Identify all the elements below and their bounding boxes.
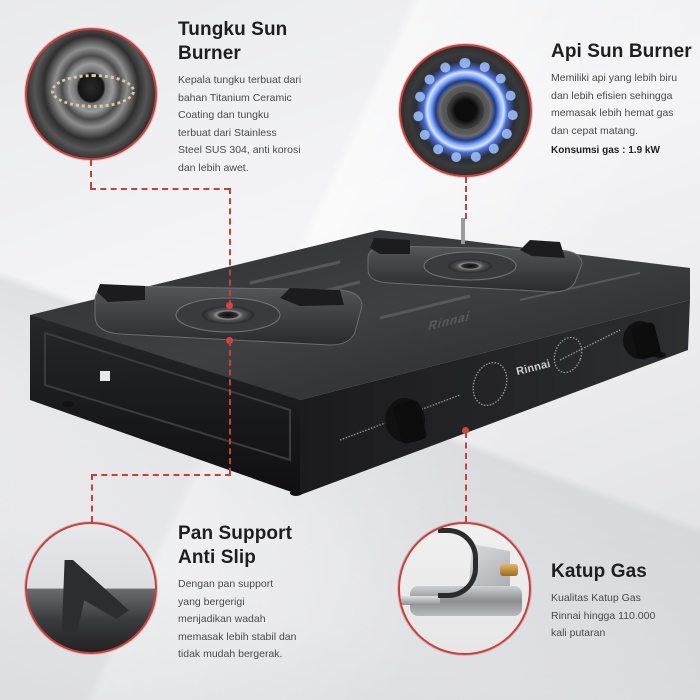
connector-dot-katup: [462, 427, 469, 434]
gas-consumption-spec: Konsumsi gas : 1.9 kW: [551, 145, 660, 156]
thermocouple-pipe: [438, 528, 478, 598]
connector-tungku-vertical: [90, 160, 92, 188]
burner-cap: [447, 92, 484, 129]
inset-pan-support-closeup: [25, 522, 157, 654]
right-burner-head: [448, 259, 492, 273]
blue-flame-icon: [413, 58, 518, 163]
valve-stem: [400, 596, 440, 605]
connector-dot-tungku: [226, 302, 233, 309]
connector-pan-horizontal: [91, 474, 231, 476]
connector-katup-vertical: [465, 432, 467, 522]
connector-api-vertical: [465, 177, 467, 219]
callout-description: Dengan pan support yang bergerigi menjad…: [178, 578, 297, 660]
callout-katup-gas: Katup Gas Kualitas Katup Gas Rinnai hing…: [551, 560, 699, 643]
inset-burner-head-closeup: [25, 28, 157, 160]
left-burner-head: [202, 306, 254, 324]
inset-gas-valve-closeup: [398, 522, 531, 655]
callout-title: Pan Support Anti Slip: [178, 523, 293, 568]
callout-description: Memiliki api yang lebih biru dan lebih e…: [551, 72, 678, 137]
connector-tungku-horizontal: [90, 188, 230, 190]
left-control-knob: [385, 398, 427, 444]
callout-tungku-sun-burner: Tungku Sun Burner Kepala tungku terbuat …: [178, 18, 338, 177]
callout-description: Kepala tungku terbuat dari bahan Titaniu…: [178, 74, 302, 174]
certification-badge: [100, 371, 110, 381]
brass-fitting: [500, 564, 518, 576]
callout-title: Api Sun Burner: [551, 41, 692, 62]
burner-head-icon: [51, 74, 135, 108]
callout-api-sun-burner: Api Sun Burner Memiliki api yang lebih b…: [551, 40, 699, 156]
callout-title: Katup Gas: [551, 561, 647, 582]
callout-pan-support-anti-slip: Pan Support Anti Slip Dengan pan support…: [178, 522, 328, 664]
connector-pan-vertical: [229, 340, 231, 474]
stove-front-control-panel: [300, 300, 690, 495]
connector-tungku-down: [229, 188, 231, 306]
callout-title: Tungku Sun Burner: [178, 19, 288, 64]
pan-support-icon: [61, 560, 129, 632]
inset-blue-flame-closeup: [399, 44, 532, 177]
right-control-knob: [623, 321, 661, 360]
connector-pan-down: [91, 474, 93, 522]
callout-description: Kualitas Katup Gas Rinnai hingga 110.000…: [551, 592, 656, 639]
stove-left-side-panel: [30, 315, 300, 495]
